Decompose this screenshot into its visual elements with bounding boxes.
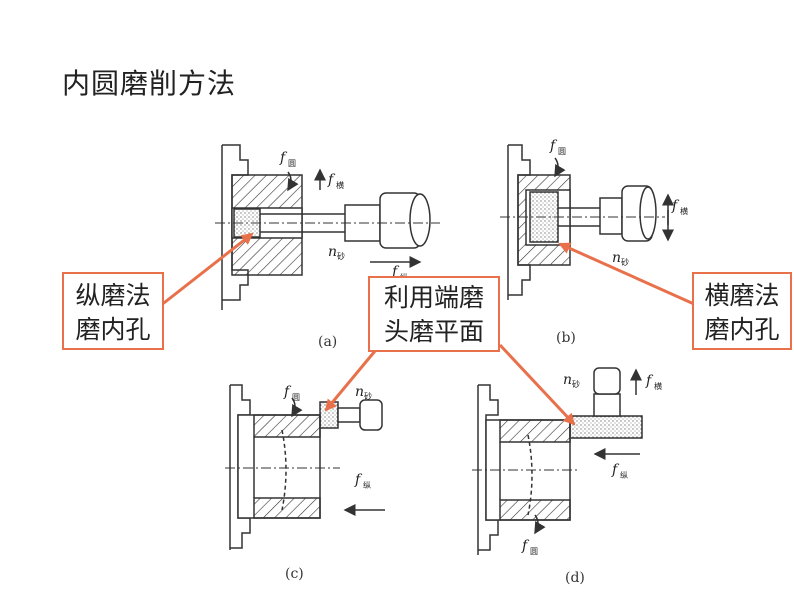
callout-middle-line2: 头磨平面: [383, 317, 484, 346]
subfig-label-c: (c): [285, 566, 304, 582]
f-cross-sub-a: 横: [336, 180, 344, 190]
callout-right-line2: 磨内孔: [704, 315, 780, 344]
n-wheel-sub-b: 砂: [621, 257, 629, 267]
f-long-sub-d: 纵: [620, 471, 628, 480]
f-cross-label-d: f: [645, 373, 654, 389]
f-cross-label-a: f: [327, 172, 336, 188]
f-long-label-d: f: [611, 462, 620, 478]
subfig-label-a: (a): [318, 334, 338, 350]
f-long-sub-c: 纵: [363, 481, 371, 490]
f-circ-label-b: f: [549, 138, 558, 154]
arrow-middle-c: [324, 344, 382, 412]
diagram-b: [500, 144, 674, 300]
page-title: 内圆磨削方法: [62, 67, 237, 100]
n-wheel-sub-a: 砂: [337, 251, 345, 261]
arrow-right: [558, 242, 695, 306]
labels-b: f 圆 f 横 n 砂: [549, 138, 688, 267]
labels-d: n 砂 f 横 f 纵 f 圆: [521, 372, 662, 556]
n-wheel-sub-c: 砂: [364, 391, 372, 401]
diagram-c: [225, 384, 385, 550]
f-circ-label-c: f: [283, 384, 292, 400]
diagram-d: [472, 367, 643, 555]
arrow-middle-d: [498, 343, 576, 426]
callout-left-line2: 磨内孔: [75, 315, 151, 344]
callout-right-line1: 横磨法: [704, 281, 780, 310]
f-circ-sub-d: 圆: [530, 547, 538, 556]
f-circ-label-a: f: [279, 150, 288, 166]
n-wheel-label-d: n: [563, 372, 572, 388]
f-long-label-a: f: [391, 264, 400, 280]
f-cross-label-b: f: [671, 198, 680, 214]
callout-middle-line1: 利用端磨: [383, 283, 484, 312]
f-cross-sub-b: 横: [680, 206, 688, 216]
f-circ-sub-a: 圆: [288, 159, 296, 168]
subfig-label-d: (d): [565, 570, 585, 586]
labels-c: f 圆 n 砂 f 纵: [283, 384, 372, 490]
callout-transverse-grinding: 横磨法 磨内孔: [692, 272, 792, 350]
f-circ-sub-b: 圆: [558, 147, 566, 156]
subfig-label-b: (b): [556, 330, 576, 346]
f-circ-sub-c: 圆: [292, 393, 300, 402]
n-wheel-label-c: n: [355, 384, 364, 400]
f-cross-sub-d: 横: [654, 381, 662, 391]
arrow-left: [159, 232, 254, 308]
n-wheel-sub-d: 砂: [572, 379, 580, 389]
callout-end-face-grinding: 利用端磨 头磨平面: [368, 276, 500, 352]
callout-arrows: [159, 232, 695, 426]
callout-left-line1: 纵磨法: [75, 281, 151, 310]
n-wheel-label-a: n: [328, 244, 337, 260]
callout-longitudinal-grinding: 纵磨法 磨内孔: [62, 272, 164, 350]
f-long-label-c: f: [354, 472, 363, 488]
f-circ-label-d: f: [521, 538, 530, 554]
n-wheel-label-b: n: [612, 250, 621, 266]
